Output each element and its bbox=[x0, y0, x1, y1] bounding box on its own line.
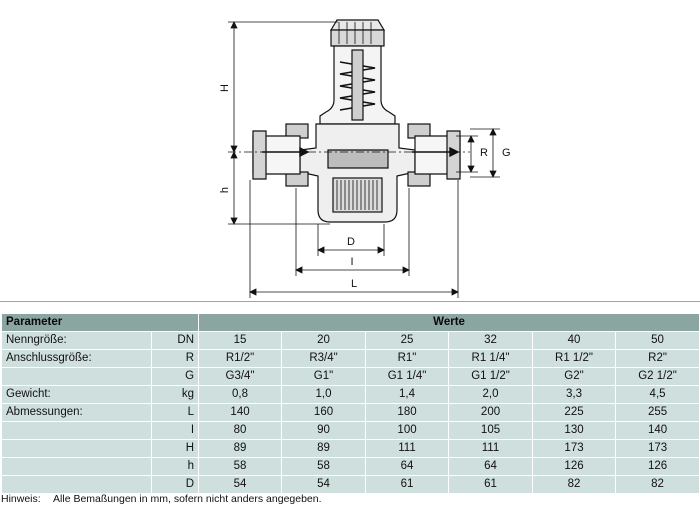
value-cell: 64 bbox=[365, 457, 450, 476]
value-cell: G1 1/4" bbox=[365, 367, 450, 386]
row-code: R bbox=[150, 349, 200, 368]
value-cell: G1 1/2" bbox=[448, 367, 534, 386]
value-cell: 32 bbox=[448, 331, 534, 350]
dim-label-h: h bbox=[219, 187, 231, 193]
value-cell: 25 bbox=[365, 331, 450, 350]
dim-label-H: H bbox=[219, 84, 231, 92]
value-cell: 140 bbox=[615, 421, 700, 440]
value-cell: 255 bbox=[615, 403, 700, 422]
value-cell: 40 bbox=[532, 331, 617, 350]
footnote-label: Hinweis: bbox=[1, 493, 41, 505]
value-cell: 100 bbox=[365, 421, 450, 440]
row-code: L bbox=[150, 403, 200, 422]
row-label bbox=[1, 475, 152, 494]
footnote-text: Alle Bemaßungen in mm, sofern nicht ande… bbox=[53, 493, 322, 505]
value-cell: 140 bbox=[198, 403, 283, 422]
dimension-lines bbox=[228, 21, 500, 298]
table-header-row: Parameter Werte bbox=[0, 313, 700, 332]
value-cell: 105 bbox=[448, 421, 534, 440]
value-cell: 225 bbox=[532, 403, 617, 422]
row-label bbox=[1, 457, 152, 476]
value-cell: 64 bbox=[448, 457, 534, 476]
value-cell: G2 1/2" bbox=[615, 367, 700, 386]
value-cell: 160 bbox=[281, 403, 367, 422]
value-cell: 126 bbox=[615, 457, 700, 476]
value-cell: 82 bbox=[615, 475, 700, 494]
header-parameter: Parameter bbox=[0, 313, 200, 332]
valve-technical-drawing: H h R G D I L bbox=[0, 19, 700, 302]
value-cell: 50 bbox=[615, 331, 700, 350]
value-cell: 1,4 bbox=[365, 385, 450, 404]
row-label bbox=[1, 421, 152, 440]
value-cell: 82 bbox=[532, 475, 617, 494]
value-cell: 111 bbox=[365, 439, 450, 458]
row-label bbox=[1, 367, 152, 386]
value-cell: 20 bbox=[281, 331, 367, 350]
footnote: Hinweis: Alle Bemaßungen in mm, sofern n… bbox=[1, 493, 322, 505]
value-cell: 89 bbox=[198, 439, 283, 458]
value-cell: R1 1/4" bbox=[448, 349, 534, 368]
value-cell: 80 bbox=[198, 421, 283, 440]
value-cell: R1" bbox=[365, 349, 450, 368]
value-cell: 58 bbox=[281, 457, 367, 476]
value-cell: R3/4" bbox=[281, 349, 367, 368]
row-label: Abmessungen: bbox=[1, 403, 152, 422]
value-cell: 89 bbox=[281, 439, 367, 458]
value-cell: 15 bbox=[198, 331, 283, 350]
row-code: kg bbox=[150, 385, 200, 404]
dim-label-I: I bbox=[350, 256, 353, 268]
value-cell: 130 bbox=[532, 421, 617, 440]
value-cell: 58 bbox=[198, 457, 283, 476]
value-cell: 180 bbox=[365, 403, 450, 422]
value-cell: G2" bbox=[532, 367, 617, 386]
value-cell: 61 bbox=[365, 475, 450, 494]
value-cell: 200 bbox=[448, 403, 534, 422]
row-code: DN bbox=[150, 331, 200, 350]
value-cell: 126 bbox=[532, 457, 617, 476]
row-code: D bbox=[150, 475, 200, 494]
dim-label-R: R bbox=[480, 147, 488, 159]
value-cell: 0,8 bbox=[198, 385, 283, 404]
value-cell: 4,5 bbox=[615, 385, 700, 404]
value-cell: R1 1/2" bbox=[532, 349, 617, 368]
value-cell: 3,3 bbox=[532, 385, 617, 404]
row-code: h bbox=[150, 457, 200, 476]
row-label: Anschlussgröße: bbox=[1, 349, 152, 368]
row-label: Nenngröße: bbox=[1, 331, 152, 350]
value-cell: 173 bbox=[532, 439, 617, 458]
header-values: Werte bbox=[198, 313, 700, 332]
value-cell: 111 bbox=[448, 439, 534, 458]
value-cell: G3/4" bbox=[198, 367, 283, 386]
valve-body bbox=[252, 19, 461, 223]
dim-label-D: D bbox=[347, 236, 355, 248]
row-code: G bbox=[150, 367, 200, 386]
value-cell: 173 bbox=[615, 439, 700, 458]
value-cell: 54 bbox=[198, 475, 283, 494]
value-cell: R2" bbox=[615, 349, 700, 368]
dim-label-L: L bbox=[351, 278, 357, 290]
value-cell: R1/2" bbox=[198, 349, 283, 368]
value-cell: G1" bbox=[281, 367, 367, 386]
row-label: Gewicht: bbox=[1, 385, 152, 404]
value-cell: 90 bbox=[281, 421, 367, 440]
value-cell: 2,0 bbox=[448, 385, 534, 404]
dim-label-G: G bbox=[502, 147, 511, 159]
row-code: I bbox=[150, 421, 200, 440]
value-cell: 54 bbox=[281, 475, 367, 494]
value-cell: 61 bbox=[448, 475, 534, 494]
row-code: H bbox=[150, 439, 200, 458]
row-label bbox=[1, 439, 152, 458]
value-cell: 1,0 bbox=[281, 385, 367, 404]
